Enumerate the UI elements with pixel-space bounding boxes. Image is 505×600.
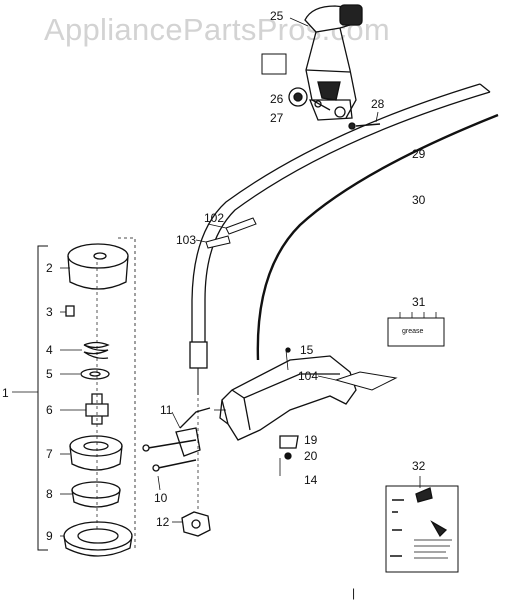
callout-103: 103 (176, 233, 196, 247)
flex-cable (256, 113, 499, 361)
callout-14: 14 (304, 473, 318, 487)
callout-26: 26 (270, 92, 284, 106)
shaft-tube (189, 83, 491, 395)
callout-104: 104 (298, 369, 318, 383)
callout-8: 8 (46, 487, 53, 501)
callout-20: 20 (304, 449, 318, 463)
callout-28: 28 (371, 97, 385, 111)
callout-19: 19 (304, 433, 318, 447)
callout-11: 11 (160, 403, 173, 417)
callout-9: 9 (46, 529, 53, 543)
owners-manual (385, 476, 459, 573)
callout-29: 29 (412, 147, 426, 161)
callout-3: 3 (46, 305, 53, 319)
callout-2: 2 (46, 261, 53, 275)
handle-assembly (261, 4, 381, 130)
callout-6: 6 (46, 403, 53, 417)
callout-31: 31 (412, 295, 426, 309)
callout-102: 102 (204, 211, 224, 225)
grease-label: grease (402, 328, 424, 335)
callout-4: 4 (46, 343, 53, 357)
callout-12: 12 (156, 515, 170, 529)
callout-32: 32 (412, 459, 426, 473)
guard-assembly (142, 347, 357, 512)
callout-27: 27 (270, 111, 284, 125)
callout-25: 25 (270, 9, 284, 23)
footer-mark: | (352, 586, 355, 600)
callout-7: 7 (46, 447, 53, 461)
callout-5: 5 (46, 367, 53, 381)
callout-10: 10 (154, 491, 168, 505)
callout-30: 30 (412, 193, 426, 207)
callout-15: 15 (300, 343, 314, 357)
callout-1: 1 (2, 386, 9, 400)
